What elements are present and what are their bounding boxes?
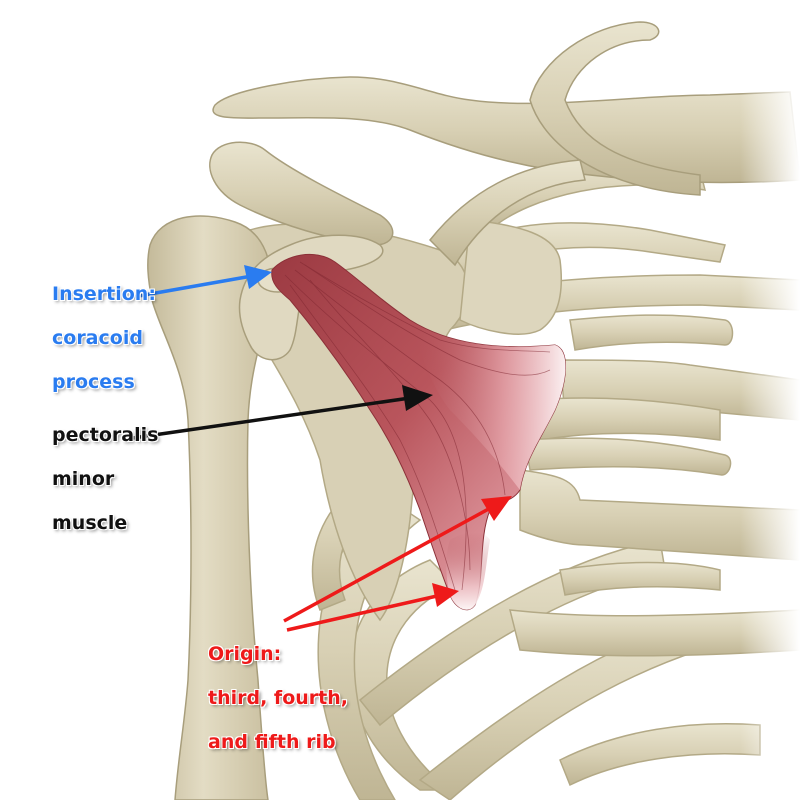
muscle-label-line-2: minor [52,468,115,490]
muscle-label: pectoralis minor muscle [52,402,158,556]
pectoralis-minor-muscle [271,254,566,611]
origin-label-line-1: Origin: [208,643,282,665]
origin-arrow-upper [283,496,512,623]
insertion-label-line-2: coracoid [52,327,143,349]
insertion-label-line-3: process [52,371,135,393]
origin-label-line-2: third, fourth, [208,687,348,709]
first-rib [428,21,701,267]
origin-label: Origin: third, fourth, and fifth rib [208,621,348,775]
insertion-label: Insertion: coracoid process [52,261,156,415]
muscle-label-line-3: muscle [52,512,128,534]
origin-arrow-lower [286,583,459,632]
muscle-label-line-1: pectoralis [52,424,159,446]
muscle-arrow [132,385,433,440]
clavicle [212,76,800,190]
costal-cartilages [428,250,800,800]
insertion-label-line-1: Insertion: [52,283,156,305]
acromion [209,141,394,246]
insertion-arrow [132,265,272,299]
origin-label-line-3: and fifth rib [208,731,336,753]
